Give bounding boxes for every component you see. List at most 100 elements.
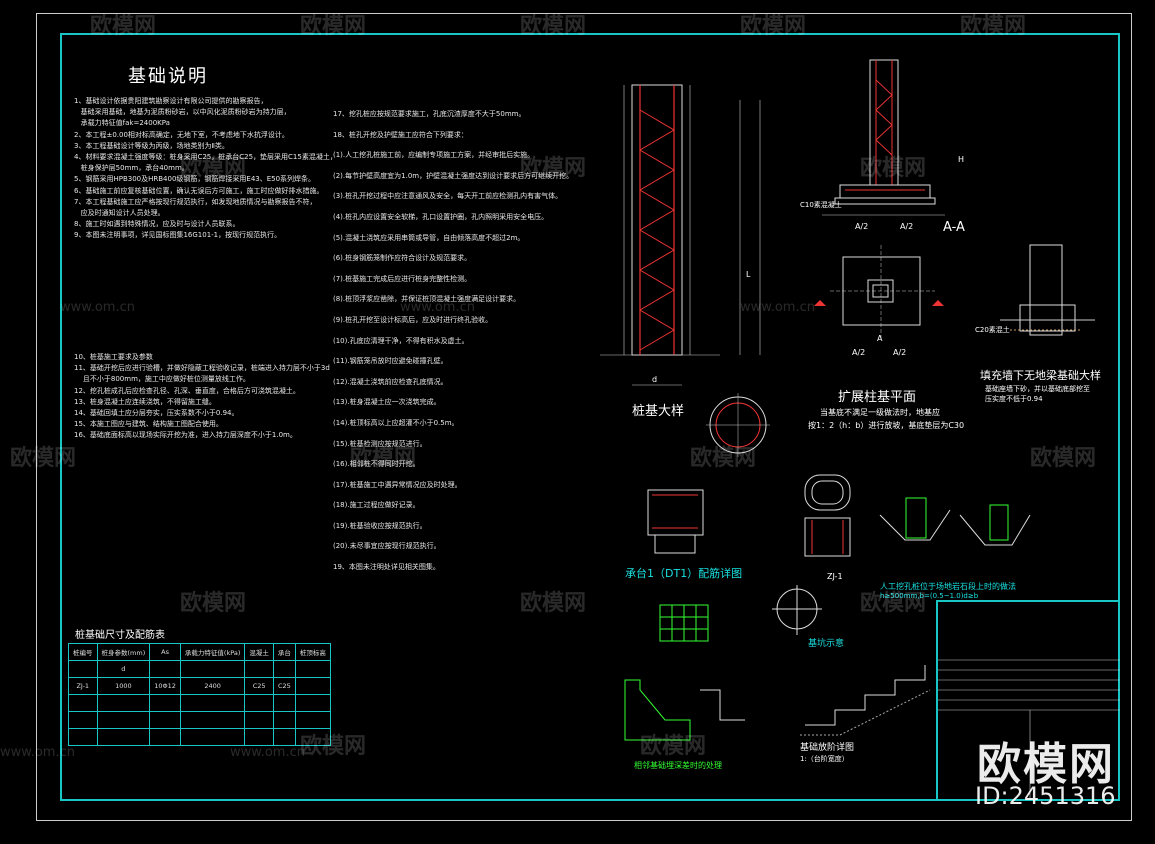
hole-detail-label: 人工挖孔桩位于场地岩石段上时的做法 [880,582,1016,591]
note-line: 12、挖孔桩成孔后应检查孔径、孔深、垂直度，合格后方可浇筑混凝土。 [74,386,300,395]
note-line: 3、本工程基础设计等级为丙级，场地类别为Ⅱ类。 [74,141,229,150]
watermark-url: www.om.cn [230,745,305,760]
watermark: 欧模网 [520,14,587,39]
cap-rebar-drawing [647,489,704,554]
watermark: 欧模网 [960,14,1027,39]
note-line: (7).桩基施工完成后应进行桩身完整性检测。 [333,274,472,283]
note-line: (17).桩基施工中遇异常情况应及时处理。 [333,480,462,489]
note-line: 18、桩孔开挖及护壁施工应符合下列要求： [333,130,468,139]
table-cell [179,728,246,746]
section-aa-drawing [822,59,945,216]
footing-plan-drawing [814,245,944,340]
table-row-empty [68,728,331,746]
table-title: 桩基础尺寸及配筋表 [75,630,165,641]
pile-cap-note-2: 按1：2（h：b）进行放坡，基底垫层为C30 [808,421,965,430]
c20-label: C20素混土 [975,326,1010,334]
table-row-empty [68,694,331,712]
section-aa-label: A-A [943,220,965,235]
hole-detail-note: h≥500mm,b=(0.5~1.0)d≥b [880,592,979,600]
zj1-label: ZJ-1 [827,572,843,581]
note-line: 桩身保护层50mm，承台40mm。 [74,164,189,173]
note-line: 且不小于800mm，施工中应做好桩位测量放线工作。 [74,375,250,384]
wall-footing-note-1: 基础座墙下砂，并以基础底部挖至 [985,385,1090,393]
drawing-outer-frame [36,13,1132,821]
note-line: (5).混凝土浇筑应采用串筒或导管，自由倾落高度不超过2m。 [333,233,525,242]
note-line: 11、基础开挖后应进行验槽，并做好隐蔽工程验收记录，桩端进入持力层不小于3d [74,364,330,373]
note-line: (10).孔底应清理干净，不得有积水及虚土。 [333,336,469,345]
note-line: 7、本工程基础施工应严格按现行规范执行，如发现地质情况与勘察报告不符， [74,197,317,206]
watermark: 欧模网 [300,734,367,759]
note-line: (13).桩身混凝土应一次浇筑完成。 [333,398,441,407]
tree-label: 基坑示意 [808,639,845,649]
wall-footing-note-2: 压实度不低于0.94 [985,395,1043,403]
note-line: (11).钢筋笼吊放时应避免碰撞孔壁。 [333,357,448,366]
watermark-url: www.om.cn [400,300,475,315]
step-detail-label: 相邻基础埋深差时的处理 [634,761,722,770]
dim-d: d [652,375,658,384]
note-line: 17、挖孔桩应按规范要求施工，孔底沉渣厚度不大于50mm。 [333,110,526,118]
watermark: 欧模网 [860,156,927,181]
pile-cap-plan-label: 扩展柱基平面 [838,390,917,405]
title-block-lines [936,659,1120,800]
table-cell [294,728,331,746]
dim-a2-plan-left: A/2 [852,348,866,357]
note-line: 2、本工程±0.00相对标高确定，无地下室，不考虑地下水抗浮设计。 [74,130,289,139]
dim-a2-plan-right: A/2 [893,348,907,357]
watermark: 欧模网 [10,446,77,471]
note-line: 基础采用基础，地基为泥质粉砂岩，以中风化泥质粉砂岩为持力层， [74,108,291,117]
note-line: (16).相邻桩不得同时开挖。 [333,460,420,469]
dim-a-plan: A [877,334,883,343]
table-row-empty [68,711,331,729]
page-title: 基础说明 [128,66,208,87]
step-footing-drawing [624,679,745,741]
note-line: 15、本施工图应与建筑、结构施工图配合使用。 [74,420,223,429]
c10-label: C10素混凝土 [800,201,842,209]
stair-detail-note: 1:（台阶宽度） [800,755,849,763]
watermark: 欧模网 [90,14,157,39]
note-line: (2).每节护壁高度宜为1.0m，护壁混凝土强度达到设计要求后方可继续开挖。 [333,171,574,180]
wall-footing-drawing [1000,244,1095,336]
stair-detail-drawing [800,665,931,736]
drawing-inner-frame [60,33,1120,801]
watermark: 欧模网 [640,734,707,759]
watermark: 欧模网 [520,156,587,181]
note-line: (20).未尽事宜应按现行规范执行。 [333,542,441,551]
brand-logo: 欧模网 [977,739,1115,790]
note-line: (12).混凝土浇筑前应检查孔底情况。 [333,377,448,386]
note-line: (19).桩基验收应按规范执行。 [333,521,427,530]
note-line: 13、桩身混凝土应连续浇筑，不得留施工缝。 [74,397,216,406]
watermark: 欧模网 [180,156,247,181]
watermark: 欧模网 [860,591,927,616]
cap-rebar-label: 承台1（DT1）配筋详图 [625,567,743,580]
table-cell [96,728,151,746]
note-line: 5、钢筋采用HPB300及HRB400级钢筋，钢筋焊接采用E43、E50系列焊条… [74,175,316,184]
note-line: (4).桩孔内应设置安全软梯，孔口设置护圈，孔内照明采用安全电压。 [333,212,549,221]
notes-right: 17、挖孔桩应按规范要求施工，孔底沉渣厚度不大于50mm。 18、桩孔开挖及护壁施… [333,104,573,578]
watermark: 欧模网 [740,14,807,39]
notes-left-2: 10、桩基施工要求及参数 11、基础开挖后应进行验槽，并做好隐蔽工程验收记录，桩端… [74,352,330,442]
note-line: 4、材料要求混凝土强度等级：桩身采用C25，桩承台C25，垫层采用C15素混凝土… [74,153,337,162]
marker-circle [772,585,822,635]
note-line: 10、桩基施工要求及参数 [74,353,153,361]
stair-detail-label: 基础放阶详图 [800,743,855,753]
pile-cap-note-1: 当基底不满足一级做法时，地基应 [820,408,940,417]
note-line: 应及时通知设计人员处理。 [74,209,165,218]
note-line: 6、基础施工前应复核基础位置，确认无误后方可施工，施工时应做好排水措施。 [74,186,324,195]
note-line: 19、本图未注明处详见相关图集。 [333,563,440,572]
note-line: (18).施工过程应做好记录。 [333,501,420,510]
note-line: (9).桩孔开挖至设计标高后，应及时进行终孔验收。 [333,315,493,324]
watermark: 欧模网 [1030,446,1097,471]
pile-section-drawing [706,393,770,457]
note-line: (3).桩孔开挖过程中应注意通风及安全，每天开工前应检测孔内有害气体。 [333,192,563,201]
rock-detail-drawing [879,497,1031,546]
note-line: 1、基础设计依据贵阳建筑勘察设计有限公司提供的勘察报告， [74,97,268,105]
note-line: 16、基础底面标高以现场实际开挖为准，进入持力层深度不小于1.0m。 [74,431,297,440]
watermark: 欧模网 [180,591,247,616]
note-line: 承载力特征值fak=2400KPa [74,119,170,128]
watermark: 欧模网 [300,14,367,39]
watermark-url: www.om.cn [60,300,135,315]
grid-cube-drawing [659,604,709,642]
note-line: (15).桩基检测应按规范进行。 [333,439,427,448]
